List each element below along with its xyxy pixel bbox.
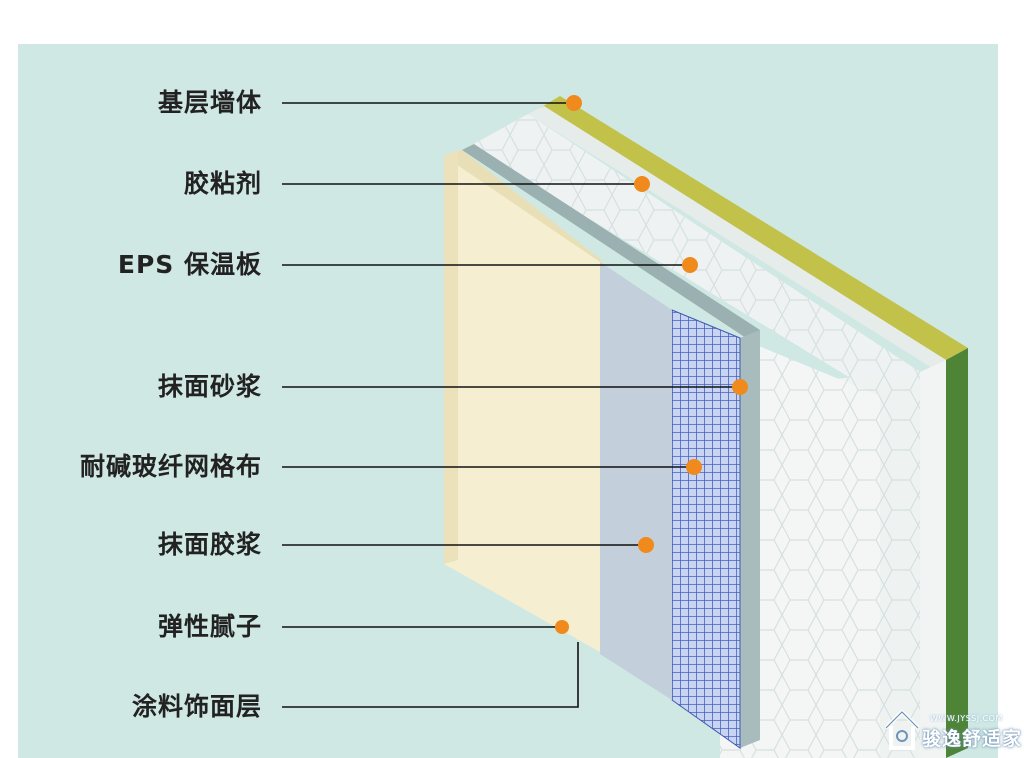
dot-eps-board	[682, 257, 698, 273]
label-mortar: 抹面砂浆	[157, 372, 262, 401]
watermark-url: WWW.JYSSJ.COM	[930, 714, 1003, 723]
leader-lines	[282, 102, 740, 708]
label-elastic-putty: 弹性腻子	[157, 612, 262, 641]
house-logo-icon	[884, 710, 920, 750]
dot-mesh	[686, 459, 702, 475]
finish-coat-layer	[444, 150, 604, 652]
base-wall-layer	[540, 96, 968, 758]
dot-plaster	[638, 537, 654, 553]
leader-dots	[555, 95, 748, 634]
label-adhesive: 胶粘剂	[183, 169, 262, 198]
watermark-brand: 骏逸舒适家	[922, 728, 1023, 750]
label-eps-board: EPS 保温板	[117, 250, 262, 279]
fiberglass-mesh-layer	[671, 309, 741, 749]
label-paint-finish: 涂料饰面层	[131, 692, 262, 721]
dot-adhesive	[634, 176, 650, 192]
mortar-layer	[462, 144, 760, 748]
watermark: WWW.JYSSJ.COM 骏逸舒适家	[880, 702, 1024, 758]
dot-base-wall	[566, 95, 582, 111]
label-base-wall: 基层墙体	[157, 88, 262, 117]
plaster-mortar-layer	[600, 262, 672, 700]
label-plaster: 抹面胶浆	[157, 530, 262, 559]
label-fiberglass-mesh: 耐碱玻纤网格布	[79, 452, 262, 481]
dot-putty	[555, 620, 569, 634]
adhesive-layer	[528, 106, 946, 758]
dot-mortar	[732, 379, 748, 395]
